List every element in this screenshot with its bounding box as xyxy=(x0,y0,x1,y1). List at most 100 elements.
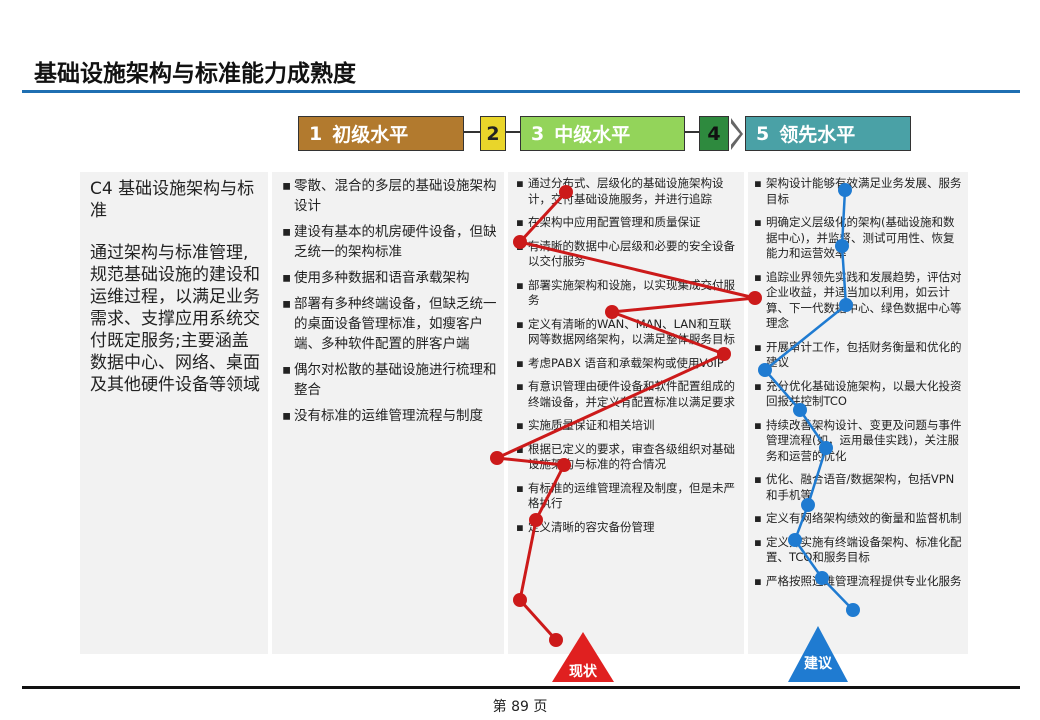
recommend-point-dot xyxy=(819,441,833,455)
category-column: C4 基础设施架构与标准 通过架构与标准管理,规范基础设施的建设和运维过程，以满… xyxy=(80,172,268,654)
level-5-item: ▪定义并实施有终端设备架构、标准化配置、TCO和服务目标 xyxy=(754,535,962,566)
current-state-line xyxy=(495,190,757,642)
level-2-box: 2 xyxy=(480,116,506,151)
bullet-icon: ▪ xyxy=(754,511,762,525)
recommend-marker: 建议 xyxy=(788,626,848,682)
level-3-item-text: 通过分布式、层级化的基础设施架构设计，交付基础设施服务，并进行追踪 xyxy=(528,176,724,206)
footer-rule xyxy=(22,686,1020,689)
level-5-item-text: 定义有网络架构绩效的衡量和监督机制 xyxy=(766,511,962,525)
level-5-item: ▪严格按照运维管理流程提供专业化服务 xyxy=(754,574,962,590)
level-3-label: 中级水平 xyxy=(554,124,631,146)
recommend-point-dot xyxy=(815,571,829,585)
level-5-item-text: 追踪业界领先实践和发展趋势，评估对企业收益，并适当加以利用，如云计算、下一代数据… xyxy=(766,269,962,331)
bullet-icon: ▪ xyxy=(754,573,762,588)
bullet-icon: ▪ xyxy=(516,355,524,370)
level-3-item: ▪有清晰的数据中心层级和必要的安全设备以交付服务 xyxy=(516,239,738,270)
current-point-dot xyxy=(717,347,731,361)
level-3-box: 3 中级水平 xyxy=(520,116,685,151)
level-3-item: ▪定义清晰的容灾备份管理 xyxy=(516,520,738,536)
recommend-point-dot xyxy=(838,183,852,197)
level-1-item-text: 部署有多种终端设备，但缺乏统一的桌面设备管理标准，如瘦客户端、多种软件配置的胖客… xyxy=(294,296,497,352)
recommend-point-dot xyxy=(846,603,860,617)
recommend-point-dot xyxy=(839,298,853,312)
recommend-point-dot xyxy=(801,498,815,512)
bullet-icon: ▪ xyxy=(754,215,762,229)
bullet-icon: ▪ xyxy=(516,316,524,331)
level-5-column: ▪ 架构设计能够有效满足业务发展、服务目标 ▪ 明确定义层级化的架构(基础设施和数据中… xyxy=(748,172,968,654)
current-point-dot xyxy=(557,458,571,472)
level-1-item: ▪零散、混合的多层的基础设施架构设计 xyxy=(282,176,498,216)
current-point-dot xyxy=(513,235,527,249)
level-3-item-text: 有意识管理由硬件设备和软件配置组成的终端设备，并定义有配置标准以满足要求 xyxy=(528,379,735,409)
level-3-item-text: 有清晰的数据中心层级和必要的安全设备以交付服务 xyxy=(528,238,735,269)
bullet-icon: ▪ xyxy=(754,472,762,486)
current-point-dot xyxy=(490,451,504,465)
bullet-icon: ▪ xyxy=(754,534,762,549)
level-1-column: ▪零散、混合的多层的基础设施架构设计▪建设有基本的机房硬件设备，但缺乏统一的架构… xyxy=(272,172,504,654)
bullet-icon: ▪ xyxy=(282,178,292,194)
recommend-label: 建议 xyxy=(804,655,833,672)
level-3-item-text: 定义有清晰的WAN、MAN、LAN和互联网等数据网络架构，以满足整体服务目标 xyxy=(528,316,735,347)
level-1-item-text: 没有标准的运维管理流程与制度 xyxy=(294,408,483,424)
page-number: 第 89 页 xyxy=(492,699,548,715)
level-1-item-text: 零散、混合的多层的基础设施架构设计 xyxy=(294,178,497,214)
level-5-item-text: 优化、融合语音/数据架构，包括VPN和手机等 xyxy=(766,472,955,502)
level-4-number: 4 xyxy=(707,122,721,145)
level-connector xyxy=(464,131,480,133)
level-5-item: ▪ 优化、融合语音/数据架构，包括VPN和手机等 xyxy=(754,472,962,503)
level-connector xyxy=(685,131,699,133)
bullet-icon: ▪ xyxy=(754,176,762,190)
level-5-item-text: 架构设计能够有效满足业务发展、服务目标 xyxy=(766,176,962,206)
level-5-list: ▪ 架构设计能够有效满足业务发展、服务目标 ▪ 明确定义层级化的架构(基础设施和数据中… xyxy=(754,176,962,589)
level-1-item: ▪使用多种数据和语音承载架构 xyxy=(282,268,498,288)
bullet-icon: ▪ xyxy=(282,296,292,312)
bullet-icon: ▪ xyxy=(516,480,524,495)
bullet-icon: ▪ xyxy=(754,417,762,432)
level-5-item: ▪ 明确定义层级化的架构(基础设施和数据中心)，并监督、测试可用性、恢复能力和运营… xyxy=(754,215,962,262)
level-5-box: 5 领先水平 xyxy=(745,116,911,151)
category-heading: C4 基础设施架构与标准 xyxy=(90,179,255,221)
level-3-column: ▪ 通过分布式、层级化的基础设施架构设计，交付基础设施服务，并进行追踪 ▪ 在架构中应… xyxy=(508,172,744,654)
current-point-dot xyxy=(549,633,563,647)
bullet-icon: ▪ xyxy=(516,379,524,393)
level-3-item: ▪ 考虑PABX 语音和承载架构或使用VoIP xyxy=(516,356,738,372)
current-point-dot xyxy=(605,305,619,319)
level-3-item-text: 考虑PABX 语音和承载架构或使用VoIP xyxy=(528,355,724,370)
level-5-item-text: 充分优化基础设施架构，以最大化投资回报并控制TCO xyxy=(766,378,962,409)
level-1-box: 1 初级水平 xyxy=(298,116,464,151)
level-3-item: ▪ 有意识管理由硬件设备和软件配置组成的终端设备，并定义有配置标准以满足要求 xyxy=(516,379,738,410)
bullet-icon: ▪ xyxy=(516,176,524,190)
bullet-icon: ▪ xyxy=(516,215,524,229)
level-1-list: ▪零散、混合的多层的基础设施架构设计▪建设有基本的机房硬件设备，但缺乏统一的架构… xyxy=(282,176,498,426)
recommend-triangle xyxy=(788,626,848,682)
current-point-dot xyxy=(748,291,762,305)
level-1-number: 1 xyxy=(309,122,323,145)
bullet-icon: ▪ xyxy=(282,224,292,240)
level-5-number: 5 xyxy=(756,122,770,145)
level-5-label: 领先水平 xyxy=(779,124,856,146)
level-arrow-tip xyxy=(729,118,743,150)
title-rule xyxy=(22,90,1020,93)
bullet-icon: ▪ xyxy=(516,519,524,534)
level-5-item: ▪追踪业界领先实践和发展趋势，评估对企业收益，并适当加以利用，如云计算、下一代数… xyxy=(754,270,962,332)
level-1-item-text: 建设有基本的机房硬件设备，但缺乏统一的架构标准 xyxy=(294,224,497,260)
level-5-item: ▪ 定义有网络架构绩效的衡量和监督机制 xyxy=(754,511,962,527)
current-label: 现状 xyxy=(569,663,598,680)
current-point-dot xyxy=(559,185,573,199)
bullet-icon: ▪ xyxy=(282,270,292,286)
level-1-item: ▪没有标准的运维管理流程与制度 xyxy=(282,406,498,426)
level-2-number: 2 xyxy=(486,122,500,145)
bullet-icon: ▪ xyxy=(754,378,762,393)
level-1-item: ▪偶尔对松散的基础设施进行梳理和整合 xyxy=(282,360,498,400)
bullet-icon: ▪ xyxy=(516,277,524,292)
level-3-list: ▪ 通过分布式、层级化的基础设施架构设计，交付基础设施服务，并进行追踪 ▪ 在架构中应… xyxy=(516,176,738,535)
current-point-dot xyxy=(529,513,543,527)
level-3-item: ▪ 定义有清晰的WAN、MAN、LAN和互联网等数据网络架构，以满足整体服务目标 xyxy=(516,317,738,348)
level-3-item-text: 在架构中应用配置管理和质量保证 xyxy=(528,215,701,229)
level-5-item: ▪ 架构设计能够有效满足业务发展、服务目标 xyxy=(754,176,962,207)
level-3-item: ▪ 在架构中应用配置管理和质量保证 xyxy=(516,215,738,231)
recommend-point-dot xyxy=(758,363,772,377)
level-5-item-text: 明确定义层级化的架构(基础设施和数据中心)，并监督、测试可用性、恢复能力和运营效… xyxy=(766,215,955,260)
recommended-state-line xyxy=(763,189,854,611)
